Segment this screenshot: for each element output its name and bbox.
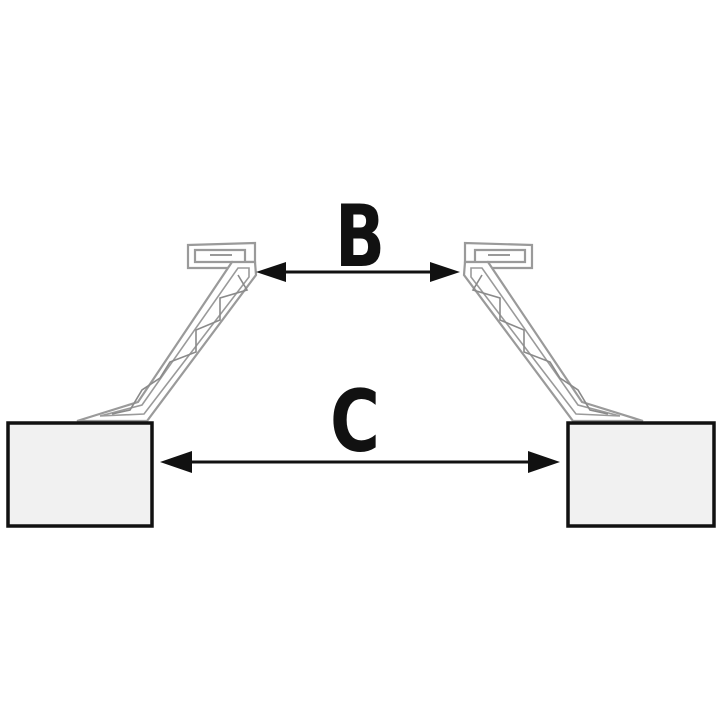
dimension-b-arrow bbox=[256, 262, 460, 282]
label-c: C bbox=[330, 372, 380, 472]
label-b: B bbox=[335, 187, 385, 287]
right-profile bbox=[462, 241, 645, 423]
dimension-c-arrow bbox=[160, 451, 560, 473]
right-wall-block bbox=[566, 421, 716, 528]
left-wall-block bbox=[6, 421, 154, 528]
left-profile bbox=[75, 241, 258, 423]
